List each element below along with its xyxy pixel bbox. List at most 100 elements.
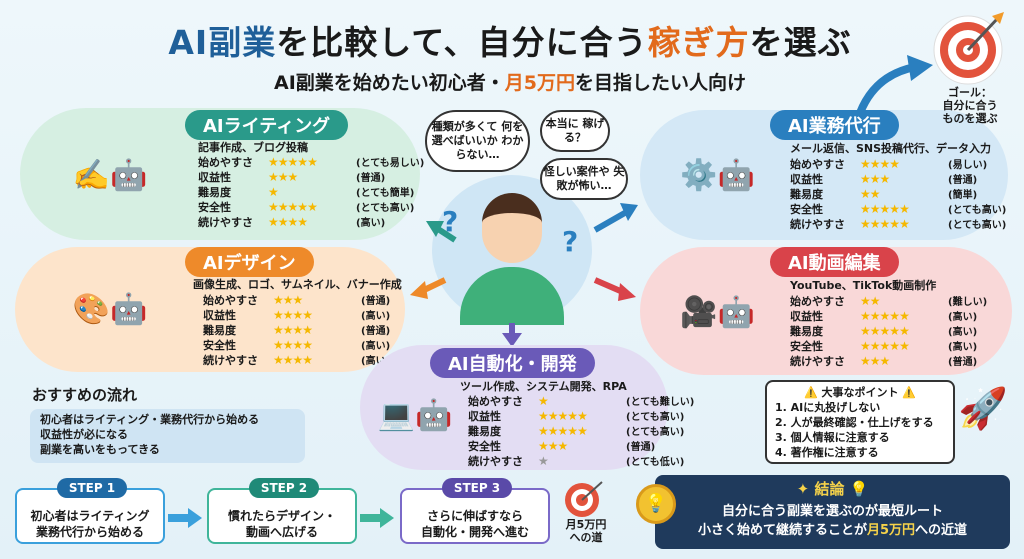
stat-row: 続けやすさ★★★(普通) (790, 353, 987, 369)
card-desc: 記事作成、ブログ投稿 (198, 141, 308, 154)
star-rating: ★★★★ (273, 338, 361, 352)
star-icon: ★ (869, 216, 881, 231)
star-icon: ★ (287, 154, 299, 169)
star-icon: ★ (292, 307, 304, 322)
star-icon: ★ (302, 307, 313, 322)
stat-label: 始めやすさ (203, 293, 258, 307)
star-icon: ★ (302, 337, 313, 352)
star-icon: ★ (879, 308, 891, 323)
star-rating: ★★★ (538, 439, 626, 453)
target-icon (933, 12, 1004, 85)
stat-label: 安全性 (790, 202, 823, 216)
star-rating: ★★★ (273, 293, 361, 307)
conclusion-box: ✦ 結論 💡 自分に合う副業を選ぶのが最短ルート 小さく始めて継続することが月5… (655, 475, 1010, 549)
star-icon: ★ (860, 353, 871, 368)
star-icon: ★ (287, 199, 299, 214)
card-business[interactable]: ⚙️🤖 AI業務代行 メール返信、SNS投稿代行、データ入力 始めやすさ★★★★… (640, 110, 1008, 240)
star-icon: ★ (282, 322, 294, 337)
stat-note: (普通) (948, 175, 978, 186)
star-icon: ★ (273, 337, 284, 352)
stat-note: (とても高い) (626, 427, 685, 438)
star-icon: ★ (860, 293, 871, 308)
star-icon: ★ (538, 438, 549, 453)
star-icon: ★ (889, 201, 900, 216)
star-icon: ★ (282, 307, 294, 322)
star-icon: ★ (860, 308, 871, 323)
star-icon: ★ (292, 352, 304, 367)
point-item: 3. 個人情報に注意する (775, 431, 890, 444)
star-icon: ★ (547, 408, 559, 423)
star-icon: ★ (302, 352, 313, 367)
star-icon: ★ (879, 171, 891, 186)
arrow-icon (188, 508, 202, 528)
design-robot-illustration: 🎨🤖 (72, 292, 148, 327)
star-rating: ★★★★★ (538, 424, 626, 438)
stat-label: 安全性 (198, 200, 231, 214)
card-writing[interactable]: ✍️🤖 AIライティング 記事作成、ブログ投稿 始めやすさ★★★★★(とても易し… (20, 108, 424, 240)
star-icon: ★ (879, 216, 891, 231)
stat-note: (とても高い) (626, 412, 685, 423)
stat-label: 収益性 (790, 309, 823, 323)
star-icon: ★ (302, 322, 313, 337)
stat-note: (とても難しい) (626, 397, 695, 408)
arrow-icon (380, 508, 394, 528)
star-icon: ★ (277, 169, 289, 184)
card-automation[interactable]: 💻🤖 AI自動化・開発 ツール作成、システム開発、RPA 始めやすさ★(とても難… (360, 345, 694, 470)
star-icon: ★ (273, 352, 284, 367)
star-icon: ★ (860, 201, 871, 216)
stat-note: (とても簡単) (356, 188, 415, 199)
confused-person-illustration: ? ? (432, 175, 592, 325)
stat-row: 難易度★★★★★(とても高い) (468, 423, 694, 439)
stat-label: 始めやすさ (198, 155, 253, 169)
stat-row: 続けやすさ★(とても低い) (468, 453, 694, 469)
star-rating: ★ (268, 185, 356, 199)
stat-note: (普通) (361, 326, 391, 337)
star-icon: ★ (277, 199, 289, 214)
sparkle-icon: ✦ (796, 480, 810, 498)
warning-icon: ⚠️ (902, 386, 917, 399)
star-icon: ★ (297, 154, 308, 169)
stat-row: 難易度★★(簡単) (790, 186, 1006, 202)
star-rating: ★ (538, 454, 626, 468)
star-icon: ★ (889, 216, 900, 231)
warning-icon: ⚠️ (803, 386, 818, 399)
card-desc: メール返信、SNS投稿代行、データ入力 (790, 142, 992, 155)
stat-row: 収益性★★★★★(とても高い) (468, 408, 694, 424)
star-icon: ★ (869, 293, 881, 308)
stat-row: 安全性★★★★★(高い) (790, 338, 987, 354)
thought-bubble: 本当に 稼げる？ (540, 110, 610, 152)
star-icon: ★ (899, 201, 910, 216)
stats-list: 始めやすさ★★(難しい)収益性★★★★★(高い)難易度★★★★★(高い)安全性★… (790, 293, 987, 369)
star-icon: ★ (869, 323, 881, 338)
star-icon: ★ (889, 338, 900, 353)
star-icon: ★ (557, 438, 569, 453)
star-icon: ★ (860, 323, 871, 338)
card-video[interactable]: 🎥🤖 AI動画編集 YouTube、TikTok動画制作 始めやすさ★★(難しい… (640, 247, 1012, 375)
star-icon: ★ (273, 322, 284, 337)
stat-label: 収益性 (468, 409, 501, 423)
flow-title: おすすめの流れ (32, 386, 138, 404)
star-icon: ★ (577, 408, 588, 423)
star-icon: ★ (899, 338, 910, 353)
star-icon: ★ (889, 323, 900, 338)
star-rating: ★★★★★ (268, 155, 356, 169)
star-icon: ★ (538, 453, 549, 468)
stat-note: (普通) (361, 296, 391, 307)
stat-label: 収益性 (198, 170, 231, 184)
stat-label: 続けやすさ (198, 215, 253, 229)
stat-label: 収益性 (203, 308, 236, 322)
stat-note: (とても高い) (948, 205, 1007, 216)
stat-label: 難易度 (203, 323, 236, 337)
star-icon: ★ (282, 337, 294, 352)
star-rating: ★★★★★ (860, 202, 948, 216)
star-icon: ★ (268, 154, 279, 169)
card-design[interactable]: 🎨🤖 AIデザイン 画像生成、ロゴ、サムネイル、バナー作成 始めやすさ★★★(普… (15, 247, 405, 372)
card-title: AI業務代行 (770, 110, 899, 140)
thought-bubble: 怪しい案件や 失敗が怖い… (540, 158, 628, 200)
card-title: AI動画編集 (770, 247, 899, 277)
point-item: 2. 人が最終確認・仕上げをする (775, 416, 934, 429)
star-rating: ★★★★ (273, 308, 361, 322)
star-icon: ★ (287, 214, 299, 229)
stat-note: (高い) (361, 311, 391, 322)
star-icon: ★ (287, 169, 299, 184)
